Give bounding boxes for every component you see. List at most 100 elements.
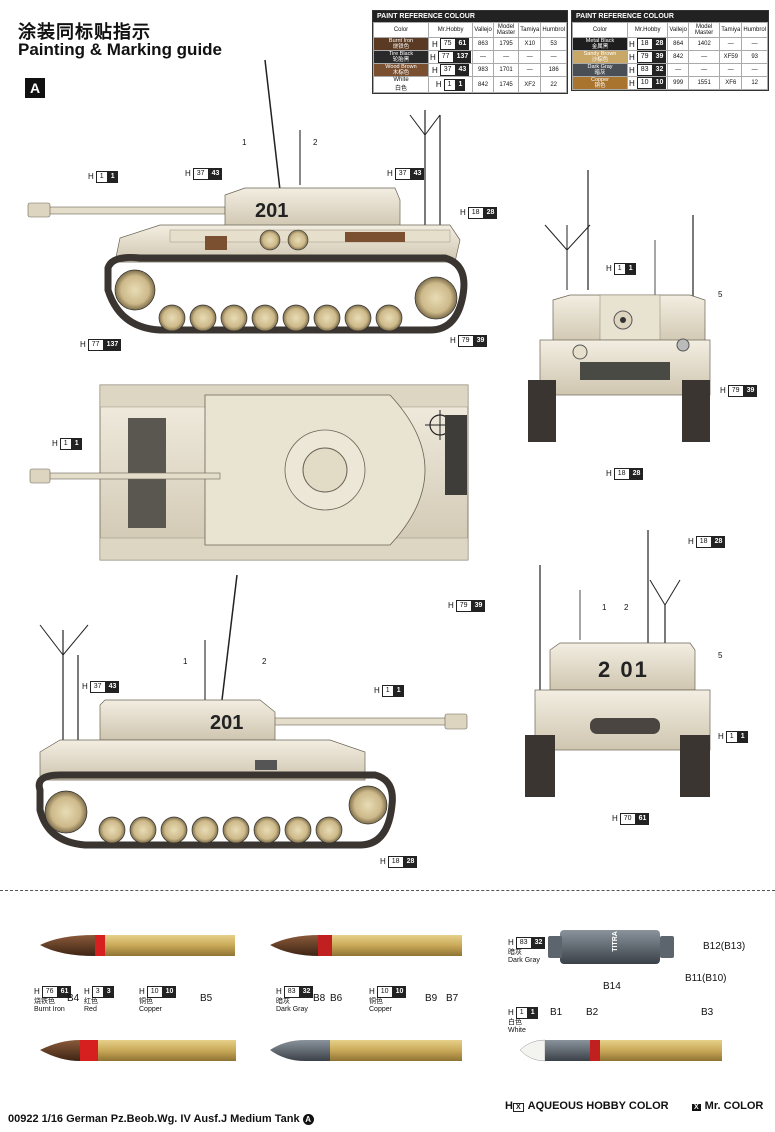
side-view-right xyxy=(35,574,468,849)
part-number: 2 xyxy=(624,603,629,612)
tank-drawings xyxy=(27,59,711,849)
paint-table-title: PAINT REFERENCE COLOUR xyxy=(373,11,567,22)
title-english: Painting & Marking guide xyxy=(18,40,223,59)
part-b12: B12(B13) xyxy=(703,941,746,952)
part-b11: B11(B10) xyxy=(685,973,727,984)
ammunition-drawings xyxy=(40,930,722,1062)
tank-number-side1: 201 xyxy=(255,200,289,222)
tank-number-side2: 201 xyxy=(210,712,244,734)
part-b8: B8 xyxy=(313,993,326,1004)
footer: 00922 1/16 German Pz.Beob.Wg. IV Ausf.J … xyxy=(8,1113,314,1125)
front-view xyxy=(528,170,711,442)
part-b9: B9 xyxy=(425,993,438,1004)
part-number: 5 xyxy=(718,651,723,660)
part-b1: B1 xyxy=(550,1007,563,1018)
container-marking: TITRA xyxy=(611,931,619,952)
part-b6: B6 xyxy=(330,993,343,1004)
part-b3: B3 xyxy=(701,1007,714,1018)
version-badge: A xyxy=(25,78,45,98)
part-b2: B2 xyxy=(586,1007,599,1018)
section-divider xyxy=(0,890,775,891)
part-b14: B14 xyxy=(603,981,621,992)
footer-badge: A xyxy=(302,1113,314,1125)
part-number: 1 xyxy=(602,603,607,612)
paint-table-title: PAINT REFERENCE COLOUR xyxy=(572,11,768,22)
part-number: 1 xyxy=(183,657,188,666)
part-b5: B5 xyxy=(200,993,213,1004)
part-number: 2 xyxy=(262,657,267,666)
tank-number-rear: 2 01 xyxy=(598,657,649,682)
part-b4: B4 xyxy=(67,993,80,1004)
part-number: 2 xyxy=(313,138,318,147)
part-number: 5 xyxy=(718,290,723,299)
side-view-left xyxy=(27,59,468,334)
legend-aqueous-box: X xyxy=(512,1103,524,1112)
part-b7: B7 xyxy=(446,993,459,1004)
title-chinese: 涂装同标贴指示 xyxy=(18,22,151,42)
